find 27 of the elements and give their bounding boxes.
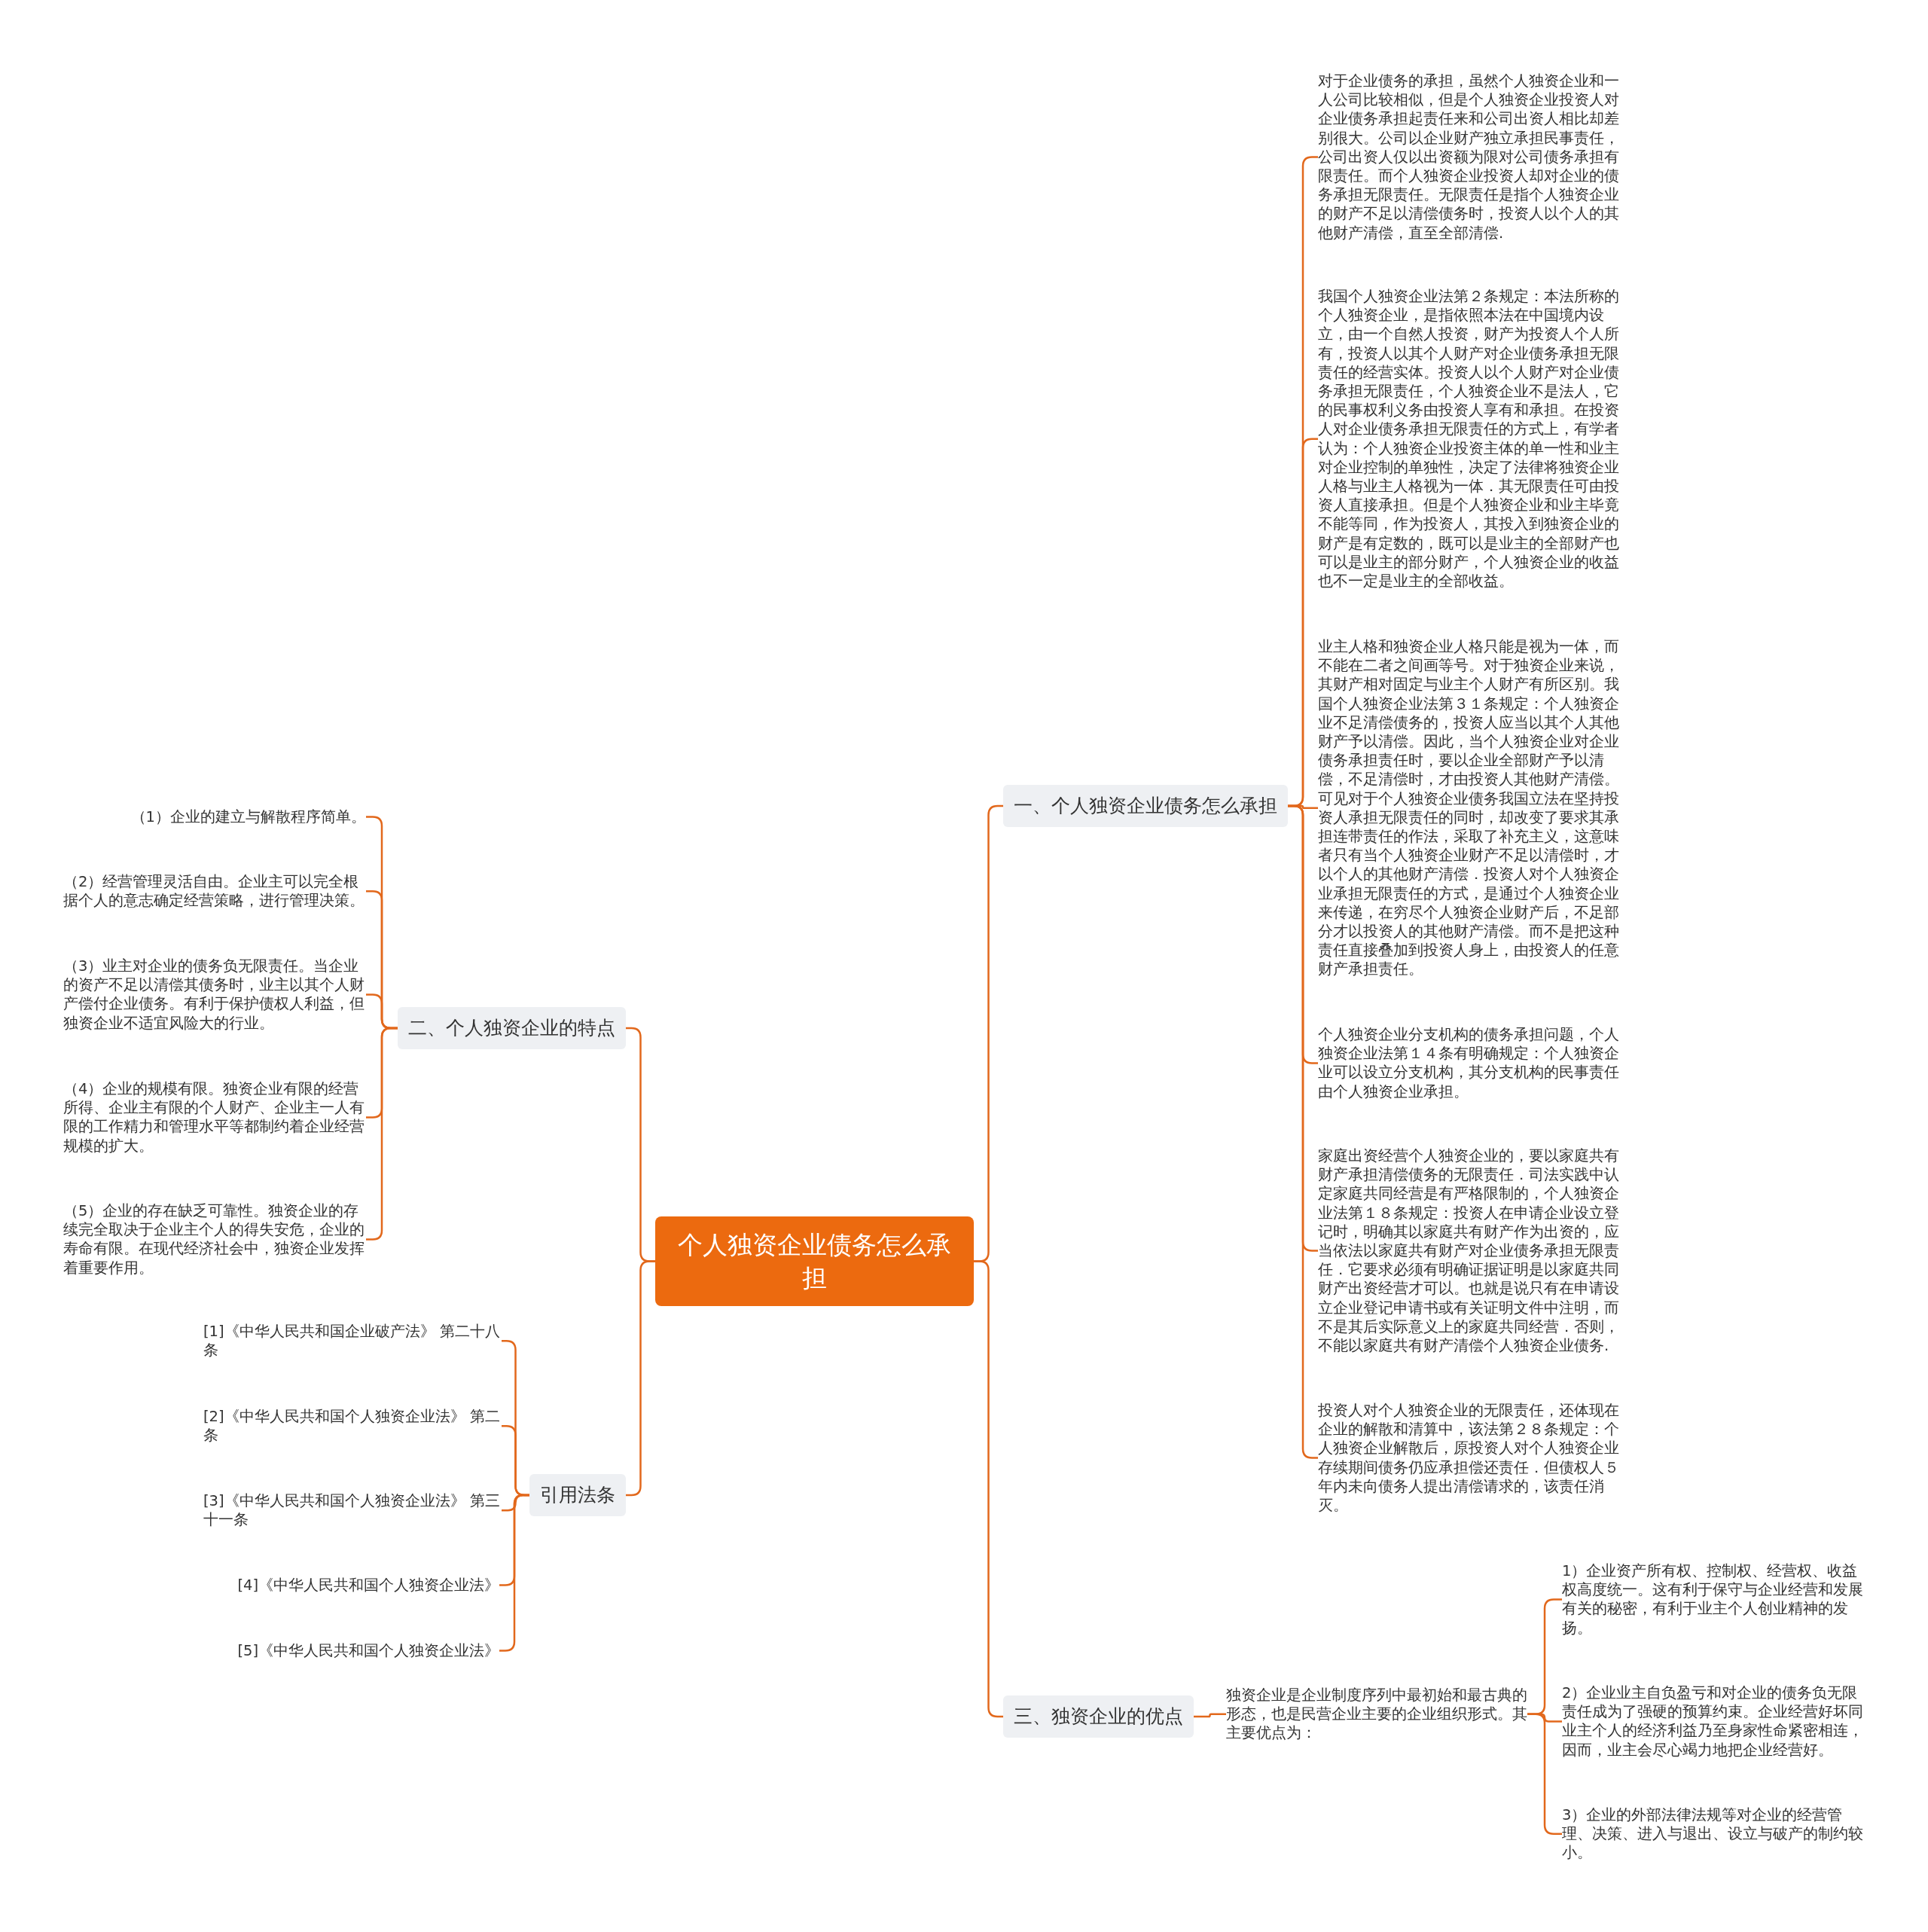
note-text: （3）业主对企业的债务负无限责任。当企业的资产不足以清偿其债务时，业主以其个人财产偿付企业债务。有利于保护债权人利益，但独资企业不适宜风险大的行业。	[63, 957, 366, 1033]
branch-topic-box: 一、个人独资企业债务怎么承担	[1003, 785, 1288, 827]
note-text: [5]《中华人民共和国个人独资企业法》	[237, 1641, 499, 1661]
branch-topic-box: 引用法条	[529, 1474, 626, 1516]
branch-topic-box: 二、个人独资企业的特点	[398, 1007, 626, 1049]
note-text: 对于企业债务的承担，虽然个人独资企业和一人公司比较相似，但是个人独资企业投资人对企业债务承担起责任来和公司出资人相比却差别很大。公司以企业财产独立承担民事责任，公司出资人仅以出资额为限对公司债务承担有限责任。而个人独资企业投资人却对企业的债务承担无限责任。无限责任是指个人独资企业的财产不足以清偿债务时，投资人以个人的其他财产清偿，直至全部清偿.	[1318, 72, 1619, 243]
note-text: 业主人格和独资企业人格只能是视为一体，而不能在二者之间画等号。对于独资企业来说，其财产相对固定与业主个人财产有所区别。我国个人独资企业法第３１条规定：个人独资企业不足清偿债务的，投资人应当以其个人其他财产予以清偿。因此，当个人独资企业对企业债务承担责任时，要以企业全部财产予以清偿，不足清偿时，才由投资人其他财产清偿。可见对于个人独资企业债务我国立法在坚持投资人承担无限责任的同时，却改变了要求其承担连带责任的作法，采取了补充主义，这意味者只有当个人独资企业财产不足以清偿时，才以个人的其他财产清偿．投资人对个人独资企业承担无限责任的方式，是通过个人独资企业来传递，在穷尽个人独资企业财产后，不足部分才以投资人的其他财产清偿。而不是把这种责任直接叠加到投资人身上，由投资人的任意财产承担责任。	[1318, 637, 1619, 979]
note-text: 3）企业的外部法律法规等对企业的经营管理、决策、进入与退出、设立与破产的制约较小。	[1562, 1805, 1863, 1863]
note-text: 独资企业是企业制度序列中最初始和最古典的形态，也是民营企业主要的企业组织形式。其主要优点为：	[1226, 1686, 1527, 1743]
note-text: （4）企业的规模有限。独资企业有限的经营所得、企业主有限的个人财产、企业主一人有限的工作精力和管理水平等都制约着企业经营规模的扩大。	[63, 1079, 366, 1155]
note-text: （1）企业的建立与解散程序简单。	[130, 807, 366, 827]
note-text: 个人独资企业分支机构的债务承担问题，个人独资企业法第１４条有明确规定：个人独资企业可以设立分支机构，其分支机构的民事责任由个人独资企业承担。	[1318, 1025, 1619, 1101]
note-text: 2）企业业主自负盈亏和对企业的债务负无限责任成为了强硬的预算约束。企业经营好坏同业主个人的经济利益乃至身家性命紧密相连，因而，业主会尽心竭力地把企业经营好。	[1562, 1683, 1863, 1760]
note-text: （5）企业的存在缺乏可靠性。独资企业的存续完全取决于企业主个人的得失安危，企业的寿命有限。在现代经济社会中，独资企业发挥着重要作用。	[63, 1201, 366, 1277]
branch-topic-box: 三、独资企业的优点	[1003, 1695, 1194, 1738]
connector-line	[974, 1260, 1003, 1718]
note-text: [4]《中华人民共和国个人独资企业法》	[237, 1576, 499, 1595]
note-text: （2）经营管理灵活自由。企业主可以完全根据个人的意志确定经营策略，进行管理决策。	[63, 872, 366, 911]
note-text: [2]《中华人民共和国个人独资企业法》 第二条	[203, 1407, 502, 1445]
note-text: [1]《中华人民共和国企业破产法》 第二十八条	[203, 1322, 502, 1360]
connector-line	[1194, 1713, 1226, 1718]
central-topic-box: 个人独资企业债务怎么承担	[655, 1216, 974, 1306]
note-text: 1）企业资产所有权、控制权、经营权、收益权高度统一。这有利于保守与企业经营和发展有关的秘密，有利于业主个人创业精神的发扬。	[1562, 1561, 1863, 1637]
note-text: 家庭出资经营个人独资企业的，要以家庭共有财产承担清偿债务的无限责任．司法实践中认定家庭共同经营是有严格限制的，个人独资企业法第１８条规定：投资人在申请企业设立登记时，明确其以家庭共有财产作为出资的，应当依法以家庭共有财产对企业债务承担无限责任．它要求必须有明确证据证明是以家庭共同财产出资经营才可以。也就是说只有在申请设立企业登记申请书或有关证明文件中注明，而不是其后实际意义上的家庭共同经营．否则，不能以家庭共有财产清偿个人独资企业债务.	[1318, 1146, 1619, 1356]
note-text: 投资人对个人独资企业的无限责任，还体现在企业的解散和清算中，该法第２８条规定：个人独资企业解散后，原投资人对个人独资企业存续期间债务仍应承担偿还责任．但债权人５年内未向债务人提出清偿请求的，该责任消灭。	[1318, 1401, 1619, 1515]
note-text: 我国个人独资企业法第２条规定：本法所称的个人独资企业，是指依照本法在中国境内设立，由一个自然人投资，财产为投资人个人所有，投资人以其个人财产对企业债务承担无限责任的经营实体。投资人以个人财产对企业债务承担无限责任，个人独资企业不是法人，它的民事权利义务由投资人享有和承担。在投资人对企业债务承担无限责任的方式上，有学者认为：个人独资企业投资主体的单一性和业主对企业控制的单独性，决定了法律将独资企业人格与业主人格视为一体．其无限责任可由投资人直接承担。但是个人独资企业和业主毕竟不能等同，作为投资人，其投入到独资企业的财产是有定数的，既可以是业主的全部财产也可以是业主的部分财产，个人独资企业的收益也不一定是业主的全部收益。	[1318, 287, 1619, 591]
note-text: [3]《中华人民共和国个人独资企业法》 第三十一条	[203, 1491, 502, 1530]
